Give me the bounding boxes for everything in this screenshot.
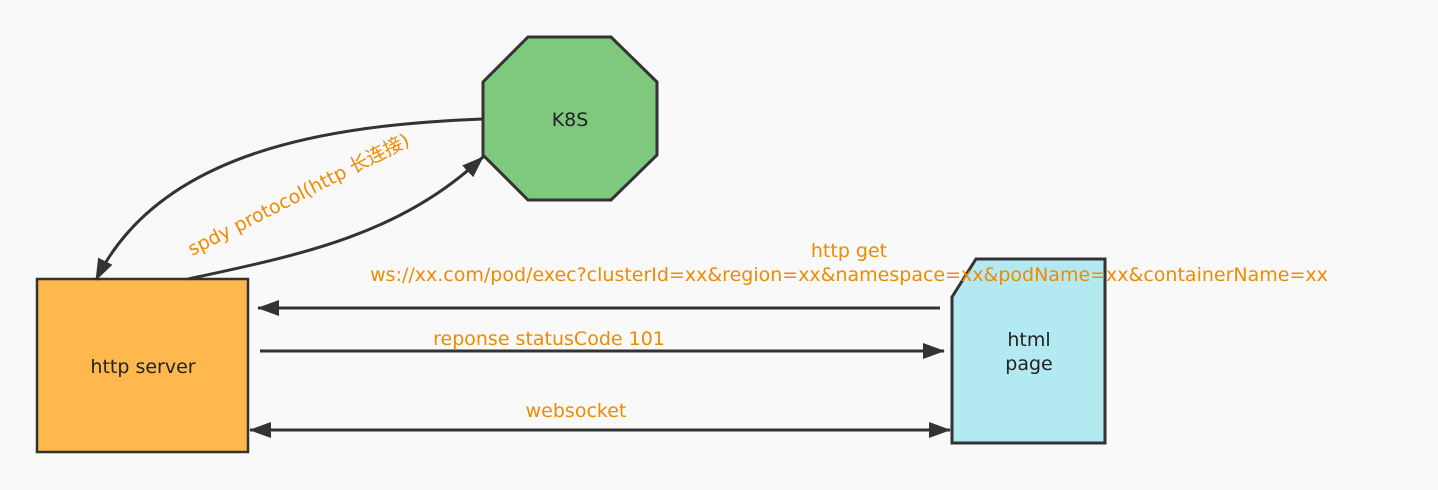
k8s-node[interactable] [481,35,659,202]
spdy-protocol-label: spdy protocol(http 长连接) [184,129,413,260]
websocket-label: websocket [526,400,627,422]
html-page-label-line1: html [1007,329,1050,351]
k8s-node-label: K8S [552,109,589,131]
http-server-node[interactable] [35,277,250,454]
http-get-label: http get [811,240,887,262]
http-server-node-label: http server [90,356,195,378]
edge-k8s-to-server [94,117,484,281]
html-page-label-line2: page [1005,353,1052,375]
http-get-url-label: ws://xx.com/pod/exec?clusterId=xx&region… [370,264,1328,286]
html-page-node[interactable] [950,257,1107,445]
response-101-label: reponse statusCode 101 [433,328,665,350]
edge-server-to-k8s [187,155,485,281]
